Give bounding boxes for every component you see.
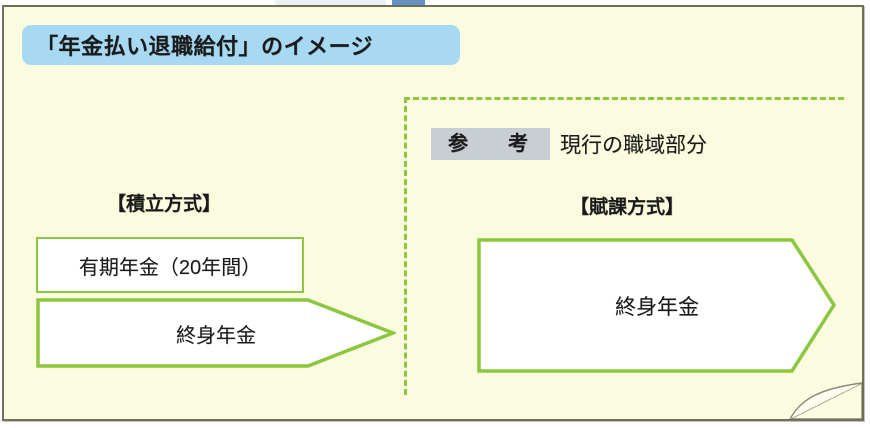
reference-badge: 参 考 [431, 128, 550, 160]
right-section-heading: 【賦課方式】 [570, 197, 685, 218]
reference-label: 現行の職域部分 [560, 134, 707, 157]
reference-region-divider-horizontal [404, 97, 844, 100]
page-curl-fold [789, 382, 862, 419]
left-box-fixed-term-annuity: 有期年金（20年間） [36, 237, 304, 293]
left-section-heading: 【積立方式】 [107, 194, 222, 215]
pension-diagram-panel: 「年金払い退職給付」のイメージ 参 考 現行の職域部分 【積立方式】 【賦課方式… [2, 5, 864, 421]
title-band: 「年金払い退職給付」のイメージ [22, 25, 460, 65]
reference-region-divider-vertical [404, 97, 407, 395]
right-arrow-lifetime-annuity: 終身年金 [477, 237, 837, 374]
page-title: 「年金払い退職給付」のイメージ [36, 34, 374, 59]
cropped-link-artifact [275, 0, 425, 5]
left-box-fixed-term-annuity-label: 有期年金（20年間） [78, 256, 262, 279]
reference-header: 参 考 現行の職域部分 [431, 128, 707, 160]
left-arrow-lifetime-annuity: 終身年金 [36, 298, 396, 368]
